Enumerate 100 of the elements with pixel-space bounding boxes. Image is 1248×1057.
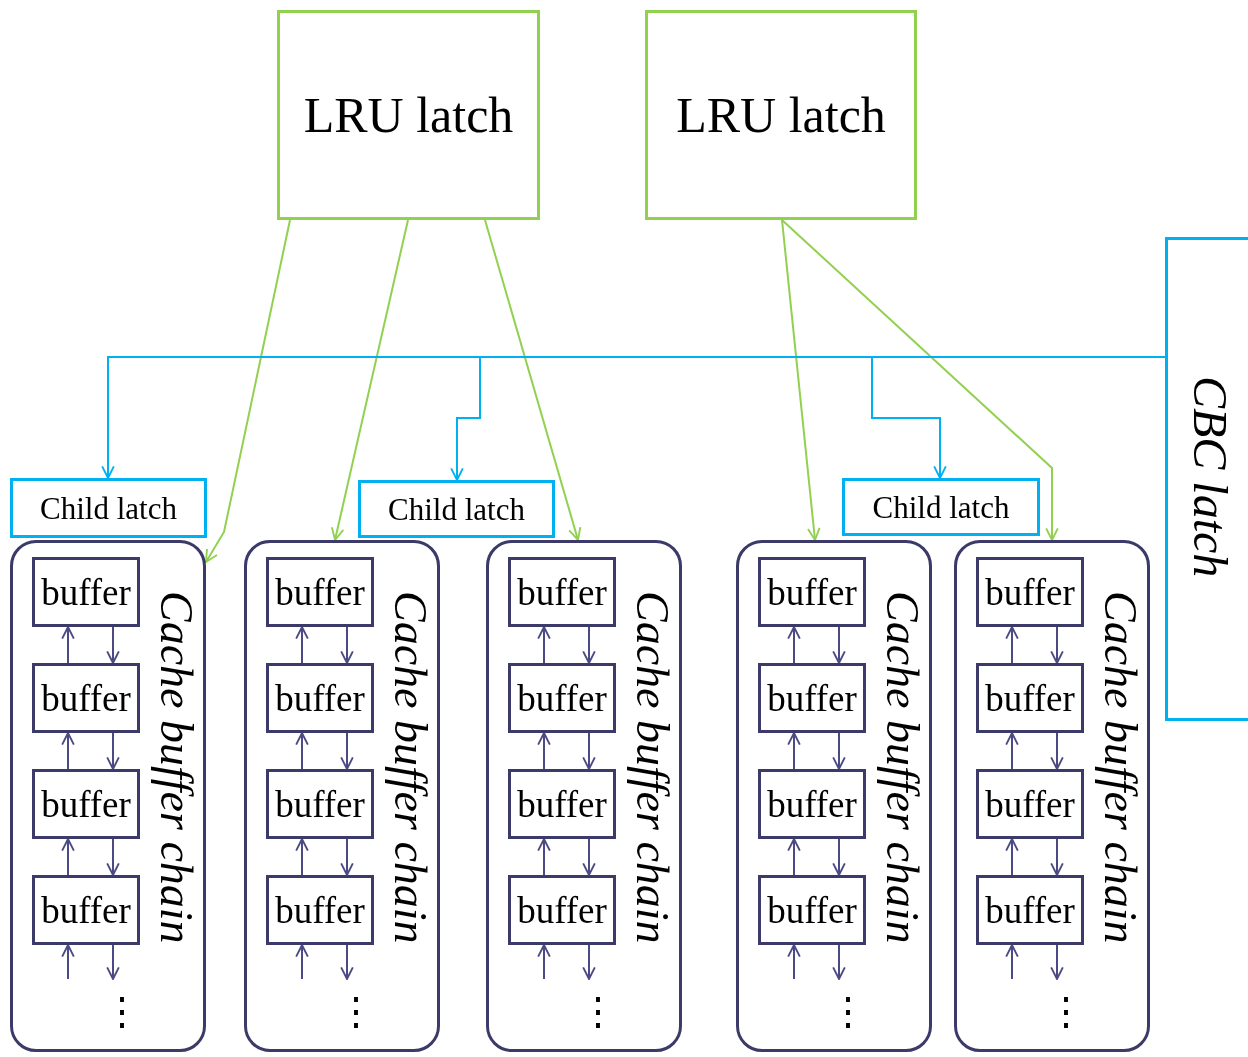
arrow bbox=[106, 944, 120, 980]
latch-label: LRU latch bbox=[303, 90, 514, 140]
buffer-box bbox=[976, 769, 1084, 839]
buffer-label: buffer bbox=[41, 785, 131, 823]
chain-container bbox=[954, 540, 1150, 1052]
arrow bbox=[61, 732, 75, 770]
buffer-label: buffer bbox=[517, 679, 607, 717]
buffer-box bbox=[508, 663, 616, 733]
chain-container bbox=[10, 540, 206, 1052]
buffer-box bbox=[976, 875, 1084, 945]
chain-container bbox=[486, 540, 682, 1052]
buffer-box bbox=[32, 663, 140, 733]
ellipsis-mark: ⋮ bbox=[337, 993, 375, 1031]
arrow bbox=[537, 838, 551, 876]
buffer-label: buffer bbox=[517, 891, 607, 929]
chain-label: Cache buffer chain bbox=[879, 591, 925, 944]
ellipsis-mark: ⋮ bbox=[103, 993, 141, 1031]
buffer-label: buffer bbox=[767, 573, 857, 611]
latch-box bbox=[358, 480, 555, 538]
buffer-box bbox=[508, 769, 616, 839]
arrow bbox=[330, 219, 409, 541]
latch-box bbox=[10, 478, 207, 538]
arrow bbox=[1005, 838, 1019, 876]
buffer-label: buffer bbox=[767, 679, 857, 717]
arrow bbox=[295, 732, 309, 770]
buffer-label: buffer bbox=[275, 679, 365, 717]
buffer-box bbox=[266, 663, 374, 733]
buffer-box bbox=[976, 557, 1084, 627]
ellipsis-mark: ⋮ bbox=[579, 993, 617, 1031]
arrow bbox=[484, 219, 582, 541]
buffer-box bbox=[758, 769, 866, 839]
ellipsis-mark: ⋮ bbox=[829, 993, 867, 1031]
buffer-label: buffer bbox=[275, 785, 365, 823]
buffer-label: buffer bbox=[767, 785, 857, 823]
latch-label: CBC latch bbox=[1186, 376, 1234, 578]
buffer-box bbox=[508, 875, 616, 945]
buffer-box bbox=[32, 875, 140, 945]
arrow bbox=[832, 626, 846, 664]
arrow bbox=[61, 838, 75, 876]
arrow bbox=[340, 626, 354, 664]
buffer-label: buffer bbox=[517, 785, 607, 823]
arrow bbox=[1005, 944, 1019, 980]
arrow bbox=[781, 219, 1059, 541]
buffer-box bbox=[976, 663, 1084, 733]
buffer-label: buffer bbox=[275, 891, 365, 929]
latch-box bbox=[842, 478, 1040, 536]
buffer-box bbox=[266, 875, 374, 945]
arrow bbox=[340, 732, 354, 770]
buffer-label: buffer bbox=[985, 785, 1075, 823]
arrow bbox=[340, 838, 354, 876]
arrow bbox=[1005, 732, 1019, 770]
buffer-label: buffer bbox=[41, 679, 131, 717]
arrow bbox=[832, 838, 846, 876]
arrow bbox=[787, 944, 801, 980]
latch-panel bbox=[1165, 237, 1248, 721]
arrow bbox=[582, 732, 596, 770]
ellipsis-mark: ⋮ bbox=[1047, 993, 1085, 1031]
arrow bbox=[106, 838, 120, 876]
arrow bbox=[787, 732, 801, 770]
arrow bbox=[106, 626, 120, 664]
buffer-box bbox=[32, 769, 140, 839]
buffer-box bbox=[758, 557, 866, 627]
arrow bbox=[1050, 944, 1064, 980]
chain-label: Cache buffer chain bbox=[153, 591, 199, 944]
arrow bbox=[537, 626, 551, 664]
arrow bbox=[781, 219, 821, 541]
arrow bbox=[1050, 838, 1064, 876]
buffer-box bbox=[508, 557, 616, 627]
arrow bbox=[61, 944, 75, 980]
arrow bbox=[787, 626, 801, 664]
buffer-box bbox=[758, 875, 866, 945]
arrow bbox=[1005, 626, 1019, 664]
arrow bbox=[295, 944, 309, 980]
arrow bbox=[582, 944, 596, 980]
arrow bbox=[106, 732, 120, 770]
arrow bbox=[340, 944, 354, 980]
arrow bbox=[295, 626, 309, 664]
arrow bbox=[295, 838, 309, 876]
buffer-label: buffer bbox=[767, 891, 857, 929]
buffer-label: buffer bbox=[275, 573, 365, 611]
buffer-label: buffer bbox=[517, 573, 607, 611]
buffer-label: buffer bbox=[985, 891, 1075, 929]
arrow bbox=[537, 944, 551, 980]
chain-container bbox=[736, 540, 932, 1052]
latch-label: LRU latch bbox=[676, 90, 886, 140]
chain-label: Cache buffer chain bbox=[387, 591, 433, 944]
arrow bbox=[832, 944, 846, 980]
arrow bbox=[787, 838, 801, 876]
arrow bbox=[582, 626, 596, 664]
arrow bbox=[205, 219, 291, 563]
buffer-label: buffer bbox=[41, 891, 131, 929]
buffer-box bbox=[32, 557, 140, 627]
buffer-label: buffer bbox=[985, 573, 1075, 611]
buffer-box bbox=[758, 663, 866, 733]
buffer-label: buffer bbox=[985, 679, 1075, 717]
buffer-box bbox=[266, 769, 374, 839]
latch-box bbox=[277, 10, 540, 220]
buffer-box bbox=[266, 557, 374, 627]
arrow bbox=[537, 732, 551, 770]
latch-box bbox=[645, 10, 917, 220]
